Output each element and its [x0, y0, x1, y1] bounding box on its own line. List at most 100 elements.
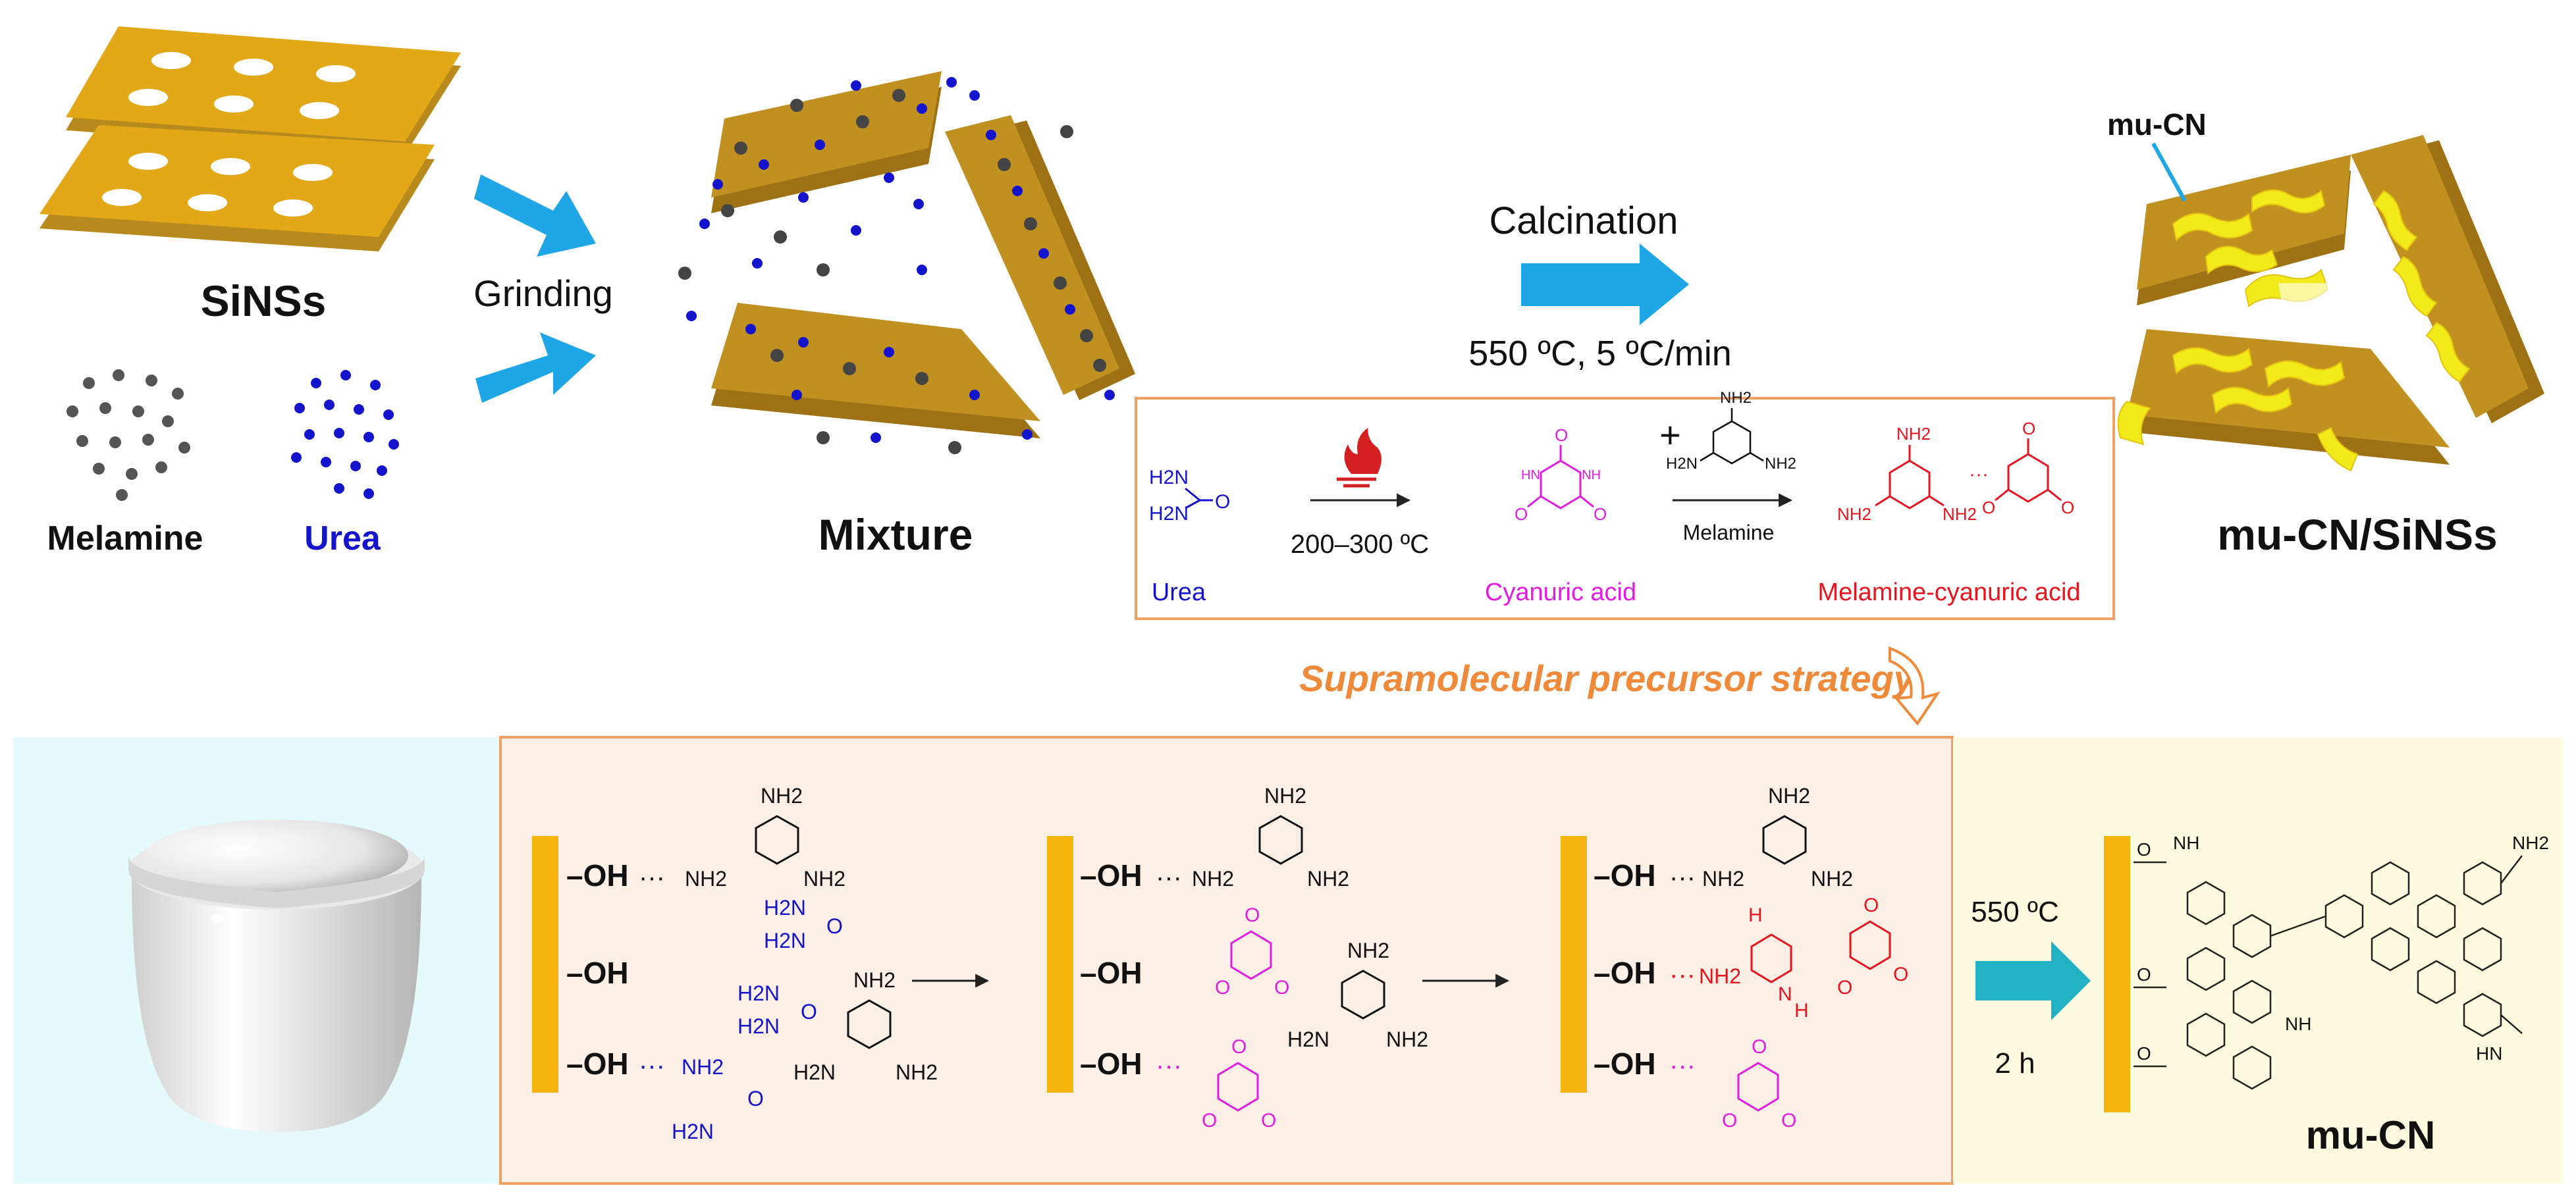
svg-text:NH2: NH2 [1837, 504, 1871, 524]
svg-text:H2N: H2N [764, 929, 806, 952]
urea-structure: H2N H2N O [1149, 467, 1230, 525]
stage2-cyanuric-1: O O O [1215, 904, 1289, 999]
sinss-stack [40, 26, 461, 251]
svg-text:···: ··· [639, 1051, 665, 1080]
svg-text:–OH: –OH [566, 956, 629, 990]
svg-text:N: N [1778, 983, 1792, 1005]
stage3-complex: ··· NH2 H N H O O O [1669, 895, 1908, 1022]
svg-text:H2N: H2N [738, 1014, 780, 1038]
surface-bar-4 [2104, 836, 2130, 1112]
stage3-melamine: ··· NH2 NH2 NH2 [1669, 784, 1853, 892]
svg-text:NH: NH [1582, 468, 1601, 482]
svg-text:O: O [747, 1087, 764, 1110]
grinding-label: Grinding [473, 273, 613, 314]
svg-text:H2N: H2N [672, 1120, 714, 1143]
stage2-melamine: ··· NH2 NH2 NH2 [1156, 784, 1349, 892]
complex-structure [1875, 438, 2062, 509]
svg-text:O: O [2137, 1043, 2151, 1064]
complex-name: Melamine-cyanuric acid [1817, 579, 2080, 606]
svg-text:H2N: H2N [764, 896, 806, 920]
cyanuric-atoms: O O O NH HN [1515, 425, 1607, 524]
svg-text:···: ··· [1669, 863, 1696, 892]
bottom-time-label: 2 h [1995, 1047, 2035, 1079]
svg-text:–OH: –OH [566, 1047, 629, 1081]
product-label: mu-CN/SiNSs [2217, 510, 2497, 559]
svg-text:···: ··· [1969, 463, 1989, 485]
svg-text:NH2: NH2 [1699, 964, 1741, 988]
stage1-urea: H2N H2N O H2N H2N O ··· NH2 O H2N [639, 896, 843, 1143]
cyanuric-name: Cyanuric acid [1485, 579, 1636, 606]
stage1-melamine-2: NH2 NH2 H2N [793, 968, 938, 1084]
svg-text:O: O [2137, 964, 2151, 985]
svg-text:O: O [2061, 498, 2074, 517]
svg-text:–OH: –OH [1594, 956, 1656, 990]
svg-text:H2N: H2N [1287, 1027, 1329, 1051]
surface-bar-2 [1047, 836, 1073, 1093]
svg-text:O: O [1202, 1110, 1217, 1131]
svg-text:O: O [1261, 1110, 1276, 1131]
bottom-panel-yellow [1953, 737, 2563, 1183]
stage1-oh-groups: –OH –OH –OH [566, 858, 629, 1081]
calcination-label: Calcination [1489, 199, 1678, 242]
svg-text:NH2: NH2 [1702, 867, 1744, 891]
heat-condition: 200–300 ºC [1291, 530, 1429, 559]
svg-text:O: O [1215, 977, 1230, 999]
svg-text:–OH: –OH [566, 858, 629, 893]
melamine-dots [67, 369, 190, 501]
svg-text:O: O [1893, 964, 1908, 985]
svg-text:NH2: NH2 [1811, 867, 1853, 891]
svg-text:NH2: NH2 [682, 1055, 724, 1079]
svg-text:–OH: –OH [1080, 858, 1142, 893]
product-gap [2278, 283, 2357, 329]
sinss-label: SiNSs [201, 276, 327, 325]
svg-text:NH2: NH2 [853, 968, 896, 992]
calcination-conditions: 550 ºC, 5 ºC/min [1468, 334, 1732, 373]
mixture-sheet-right [945, 115, 1135, 400]
curved-arrow-icon [1889, 646, 1941, 726]
svg-text:O: O [1555, 425, 1568, 445]
svg-text:–OH: –OH [1080, 1047, 1142, 1081]
bottom-calcination-arrow [1975, 941, 2091, 1020]
svg-text:HN: HN [1521, 468, 1540, 482]
svg-text:NH2: NH2 [1307, 867, 1349, 891]
svg-text:O: O [826, 914, 843, 938]
reaction-box [1135, 397, 2115, 620]
grinding-arrow-upper [474, 174, 596, 257]
svg-text:NH2: NH2 [1720, 389, 1752, 407]
svg-text:O: O [1722, 1110, 1737, 1131]
svg-text:NH2: NH2 [1192, 867, 1234, 891]
svg-text:H: H [1748, 904, 1763, 926]
svg-text:O: O [1274, 977, 1289, 999]
mixture-dots-blue [686, 77, 1115, 443]
svg-text:···: ··· [1156, 863, 1182, 892]
svg-text:H2N: H2N [1666, 455, 1698, 473]
stage3-oh-groups: –OH –OH –OH [1594, 858, 1656, 1081]
bottom-product-label: mu-CN [2306, 1113, 2436, 1157]
plus-sign: + [1659, 414, 1681, 455]
stage2-cyanuric-2: ··· O O O [1156, 1036, 1276, 1131]
svg-text:O: O [1515, 504, 1528, 524]
svg-text:O: O [1245, 904, 1260, 926]
svg-text:HN: HN [2476, 1043, 2502, 1064]
grinding-arrow-lower [475, 332, 596, 403]
bottom-panel-peach [499, 736, 1954, 1185]
svg-text:O: O [1864, 895, 1879, 916]
complex-atoms: NH2 NH2 NH2 ··· O O O [1837, 419, 2074, 524]
svg-text:NH2: NH2 [1386, 1027, 1428, 1051]
mixture-sheet-bottom [711, 303, 1040, 438]
cyanuric-structure [1527, 445, 1594, 509]
stage2-oh-groups: –OH –OH –OH [1080, 858, 1142, 1081]
melamine-reagent-structure [1700, 408, 1764, 465]
svg-text:···: ··· [1669, 960, 1696, 989]
stage2-melamine-2: NH2 NH2 H2N [1287, 939, 1428, 1051]
svg-text:–OH: –OH [1594, 1047, 1656, 1081]
svg-text:O: O [801, 1000, 817, 1024]
mu-cn-network [2133, 855, 2523, 1090]
svg-text:H2N: H2N [793, 1060, 836, 1084]
mixture-sheet-left [711, 71, 942, 213]
svg-text:NH2: NH2 [896, 1060, 938, 1084]
svg-text:H: H [1794, 1000, 1809, 1022]
svg-text:NH2: NH2 [1765, 455, 1796, 473]
svg-text:NH2: NH2 [2512, 833, 2549, 853]
